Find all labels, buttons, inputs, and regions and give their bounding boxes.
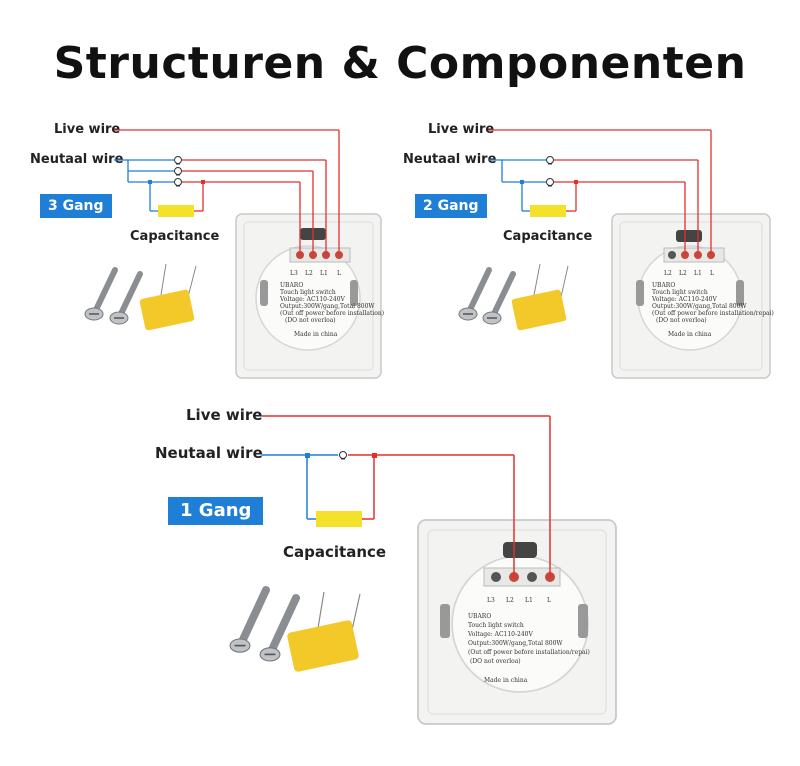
screws-2gang (458, 267, 516, 325)
gang-badge-2: 2 Gang (415, 194, 487, 218)
capacitor-part-1gang (287, 591, 361, 672)
terminal-block-2gang (663, 247, 725, 263)
page-title: Structuren & Componenten (53, 38, 747, 89)
capacitance-label-3gang: Capacitance (130, 229, 220, 244)
gang-badge-1: 1 Gang (168, 497, 264, 525)
svg-text:Voltage: AC110-240V: Voltage: AC110-240V (651, 296, 717, 303)
svg-text:Voltage: AC110-240V: Voltage: AC110-240V (279, 296, 345, 303)
svg-text:L: L (337, 270, 341, 277)
svg-text:Output:300W/gang,Total 800W: Output:300W/gang,Total 800W (652, 303, 747, 310)
capacitor-1gang (316, 511, 362, 527)
svg-text:L3: L3 (290, 270, 298, 277)
capacitance-label-1gang: Capacitance (283, 543, 387, 561)
svg-text:L2: L2 (664, 270, 672, 277)
svg-text:L: L (710, 270, 714, 277)
svg-text:Touch light switch: Touch light switch (652, 289, 708, 296)
svg-text:Output:300W/gang,Total 800W: Output:300W/gang,Total 800W (468, 640, 563, 647)
svg-text:(DO not overloa): (DO not overloa) (656, 317, 707, 324)
live-wire-label-2gang: Live wire (428, 122, 495, 137)
neutral-wire-label-3gang: Neutaal wire (30, 152, 124, 167)
live-wire-label-1gang: Live wire (186, 406, 263, 424)
svg-text:Voltage: AC110-240V: Voltage: AC110-240V (467, 631, 533, 638)
terminal-block-3gang (289, 247, 351, 263)
capacitor-part-3gang (139, 263, 197, 331)
diagram-2gang: L2 L2 L1 L UBARO Touch light switch Volt… (458, 129, 774, 379)
svg-text:(Out off power before installa: (Out off power before installation/repai… (468, 649, 590, 656)
svg-text:Made in china: Made in china (668, 331, 712, 338)
svg-text:L2: L2 (679, 270, 687, 277)
svg-text:L3: L3 (487, 597, 495, 604)
svg-text:Made in china: Made in china (484, 677, 528, 684)
svg-text:L2: L2 (506, 597, 514, 604)
capacitor-part-2gang (511, 263, 569, 331)
svg-text:(Out off power before installa: (Out off power before installation) (280, 310, 384, 317)
svg-text:(DO not overloa): (DO not overloa) (470, 658, 521, 665)
gang-badge-3: 3 Gang (40, 194, 112, 218)
svg-text:L: L (547, 597, 551, 604)
svg-text:UBARO: UBARO (652, 282, 675, 289)
capacitor-3gang (158, 205, 194, 217)
svg-text:Touch light switch: Touch light switch (468, 622, 524, 629)
svg-text:(DO not overloa): (DO not overloa) (285, 317, 336, 324)
screws-3gang (84, 267, 143, 325)
diagram-3gang: L3 L2 L1 L UBARO Touch light switch Volt… (84, 129, 384, 379)
svg-text:Touch light switch: Touch light switch (280, 289, 336, 296)
svg-text:L2: L2 (305, 270, 313, 277)
neutral-wire-label-1gang: Neutaal wire (155, 444, 263, 462)
svg-text:Made in china: Made in china (294, 331, 338, 338)
neutral-wire-label-2gang: Neutaal wire (403, 152, 497, 167)
live-wire-label-3gang: Live wire (54, 122, 121, 137)
screws-1gang (229, 586, 300, 662)
svg-text:Output:300W/gang,Total 800W: Output:300W/gang,Total 800W (280, 303, 375, 310)
svg-text:(Out off power before installa: (Out off power before installation/repai… (652, 310, 774, 317)
capacitance-label-2gang: Capacitance (503, 229, 593, 244)
terminal-block-1gang (483, 567, 561, 587)
svg-text:UBARO: UBARO (468, 613, 491, 620)
svg-text:L1: L1 (694, 270, 702, 277)
svg-text:L1: L1 (320, 270, 328, 277)
capacitor-2gang (530, 205, 566, 217)
svg-text:UBARO: UBARO (280, 282, 303, 289)
diagram-1gang: L3 L2 L1 L UBARO Touch light switch Volt… (229, 415, 617, 725)
svg-text:L1: L1 (525, 597, 533, 604)
